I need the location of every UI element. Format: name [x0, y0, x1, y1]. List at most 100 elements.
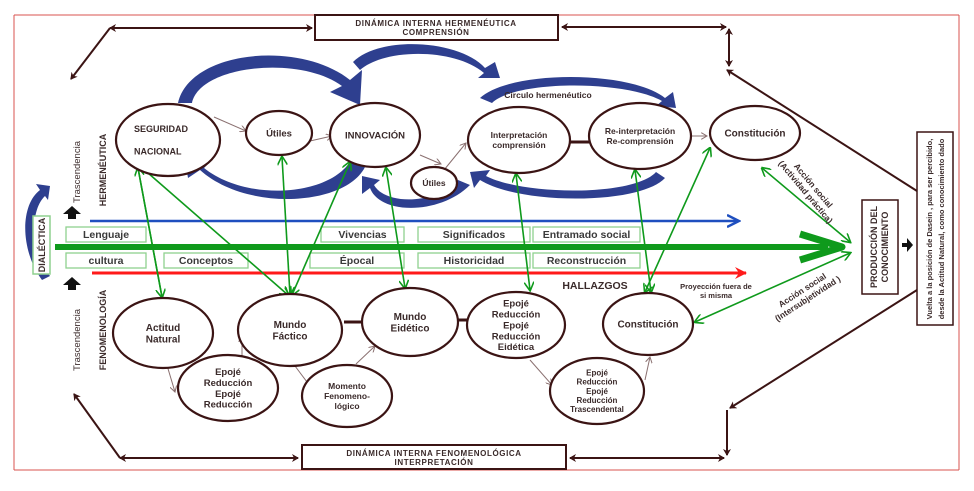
green-seguridad-to-factico: [139, 165, 288, 295]
strip-item: Entramado social: [532, 226, 641, 243]
bottom-dynamic-box: DINÁMICA INTERNA FENOMENOLÓGICA INTERPRE…: [301, 444, 567, 470]
proyeccion-line2: si misma: [700, 291, 733, 300]
node-ellipse: [587, 101, 693, 171]
node-label: Reducción: [492, 309, 541, 320]
fenomenologia-label: FENOMENOLOGÍA: [98, 289, 108, 370]
node-label: Epojé: [215, 367, 241, 378]
node-label: Epojé: [503, 298, 529, 309]
node-ellipse: [360, 286, 460, 358]
strip-item: Significados: [417, 226, 531, 243]
node-label: Natural: [146, 334, 181, 345]
strip-item: Historicidad: [417, 252, 531, 269]
produccion-box: PRODUCCIÓN DEL CONOCIMIENTO: [861, 199, 899, 295]
outer-connectors: [70, 23, 918, 462]
node-label: Fáctico: [272, 331, 307, 342]
vuelta-line2: desde la Actitud Natural, como conocimie…: [937, 138, 946, 319]
node-label: Mundo: [394, 312, 427, 323]
strip-item: Épocal: [309, 252, 405, 269]
strip-label: Lenguaje: [83, 229, 129, 241]
node-ellipse: [548, 356, 646, 426]
node-ellipse: [236, 292, 344, 368]
node-label: Mundo: [274, 320, 307, 331]
node-label: Reducción: [577, 378, 618, 387]
node-constitucion-bottom: Constitución: [601, 291, 695, 357]
strip-item: Conceptos: [163, 252, 249, 269]
node-label: Constitución: [724, 129, 785, 140]
node-ellipse: [176, 353, 280, 423]
vuelta-box: Vuelta a la posición de Dasein , para se…: [916, 131, 954, 326]
arc-dialectica: [25, 184, 50, 280]
strip-label: Vivencias: [338, 229, 386, 241]
green-constitucion-link: [645, 148, 710, 292]
node-ellipse: [111, 296, 215, 370]
top-dynamic-box: DINÁMICA INTERNA HERMENÉUTICA COMPRENSIÓ…: [314, 14, 559, 41]
strip-bottom: cultura Conceptos Épocal Historicidad Recons…: [65, 252, 641, 269]
hermeneutica-label: HERMENÉUTICA: [98, 133, 108, 206]
node-label: Momento: [328, 381, 366, 391]
node-utiles2: Útiles: [409, 165, 459, 201]
right-arrow-icon: [902, 238, 913, 252]
top-box-line1: DINÁMICA INTERNA HERMENÉUTICA: [355, 19, 516, 28]
bottom-box-line2: INTERPRETACIÓN: [395, 458, 474, 467]
node-ellipse: [300, 363, 394, 429]
node-label: INNOVACIÓN: [345, 129, 405, 141]
node-label: Trascendental: [570, 405, 624, 414]
green-accion-social-bottom: [695, 253, 850, 322]
arc-circulo-hermeneutico: [480, 77, 676, 108]
node-label: Útiles: [422, 177, 445, 188]
node-label: Fenomeno-: [324, 391, 370, 401]
node-label: Interpretación: [491, 130, 548, 140]
node-innovacion: INNOVACIÓN: [328, 101, 422, 169]
green-innovacion-eidetico: [386, 168, 405, 288]
node-label: Epojé: [215, 389, 241, 400]
node-ellipse: [708, 104, 802, 162]
arc-top-small: [353, 44, 500, 78]
strip-item: cultura: [65, 252, 147, 269]
up-arrow-bottom-icon: [63, 277, 81, 290]
node-constitucion-top: Constitución: [708, 104, 802, 162]
dialectica-label: DIALÉCTICA: [37, 217, 47, 272]
hallazgos-label: HALLAZGOS: [562, 280, 627, 292]
top-left-diagonal-arrow: [70, 27, 111, 80]
node-label: Constitución: [617, 320, 678, 331]
strip-item: Reconstrucción: [532, 252, 641, 269]
node-label: Actitud: [146, 323, 180, 334]
node-ellipse: [328, 101, 422, 169]
strip-label: cultura: [88, 255, 123, 267]
node-label: Epojé: [503, 320, 529, 331]
dialectica-box: [32, 215, 51, 275]
green-arrows: [138, 148, 850, 322]
strip-label: Entramado social: [543, 229, 631, 241]
node-label: Re-interpretación: [605, 126, 675, 136]
node-label: Epojé: [586, 387, 608, 396]
vuelta-line1: Vuelta a la posición de Dasein , para se…: [925, 139, 934, 320]
up-arrow-top-icon: [63, 206, 81, 219]
node-label: Reducción: [492, 331, 541, 342]
node-label: comprensión: [492, 140, 545, 150]
node-ellipse: [244, 109, 314, 157]
node-label: Eidético: [391, 323, 430, 334]
node-label: Útiles: [266, 127, 292, 139]
strip-label: Reconstrucción: [547, 255, 626, 267]
bottom-left-diagonal-arrow: [73, 393, 121, 459]
green-utiles-factico: [282, 157, 290, 295]
node-label: Re-comprensión: [606, 136, 673, 146]
node-label: Epojé: [586, 368, 608, 377]
green-innovacion-factico: [292, 162, 350, 295]
green-accion-social-top: [762, 168, 850, 242]
left-side: DIALÉCTICA Trascendencia HERMENÉUTICA Tr…: [32, 133, 108, 371]
proyeccion-line1: Proyección fuera de: [680, 282, 752, 291]
strip-label: Significados: [443, 229, 506, 241]
node-ellipse: [601, 291, 695, 357]
